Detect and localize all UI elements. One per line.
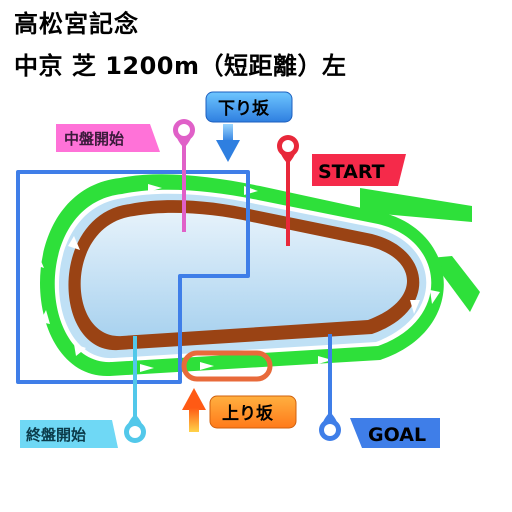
uphill-label-bg <box>209 395 297 429</box>
direction-arrows <box>32 184 440 372</box>
final-phase-zone <box>16 170 250 384</box>
start-label-bg <box>312 154 406 186</box>
final-phase-label: 終盤開始 <box>26 426 86 444</box>
uphill-arrow-icon <box>182 388 206 432</box>
final-phase-label-bg <box>20 420 118 448</box>
uphill-label: 上り坂 <box>222 404 274 424</box>
final-phase-pin-icon <box>124 414 146 443</box>
middle-phase-pin-icon <box>173 119 195 148</box>
uphill-zone <box>181 350 273 382</box>
downhill-label-bg <box>205 91 293 123</box>
goal-label-bg <box>350 418 440 448</box>
start-label: START <box>318 161 385 183</box>
turf-chute <box>360 188 480 312</box>
course-info: 中京 芝 1200m（短距離）左 <box>14 52 347 80</box>
start-pin-icon <box>277 135 299 164</box>
goal-label: GOAL <box>368 424 426 446</box>
goal-pin-icon <box>319 412 341 441</box>
middle-phase-label: 中盤開始 <box>64 130 124 148</box>
downhill-label: 下り坂 <box>218 99 270 119</box>
downhill-arrow-icon <box>216 124 240 162</box>
race-title: 高松宮記念 <box>14 10 139 38</box>
middle-phase-label-bg <box>56 124 160 152</box>
